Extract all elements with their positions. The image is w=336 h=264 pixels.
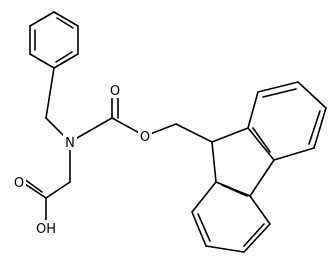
hydroxyl-label: OH (36, 222, 56, 237)
carbonyl-oxygen-label: O (110, 84, 120, 99)
glycine-acid-bonds (19, 141, 71, 227)
nitrogen-label: N (65, 136, 75, 151)
acid-carbonyl-oxygen-label: O (14, 176, 24, 191)
benzyl-ch2-bonds (45, 67, 71, 143)
benzyl-phenyl-ring (29, 11, 79, 69)
fluorene-bonds (191, 81, 327, 253)
ester-oxygen-label: O (140, 130, 150, 145)
